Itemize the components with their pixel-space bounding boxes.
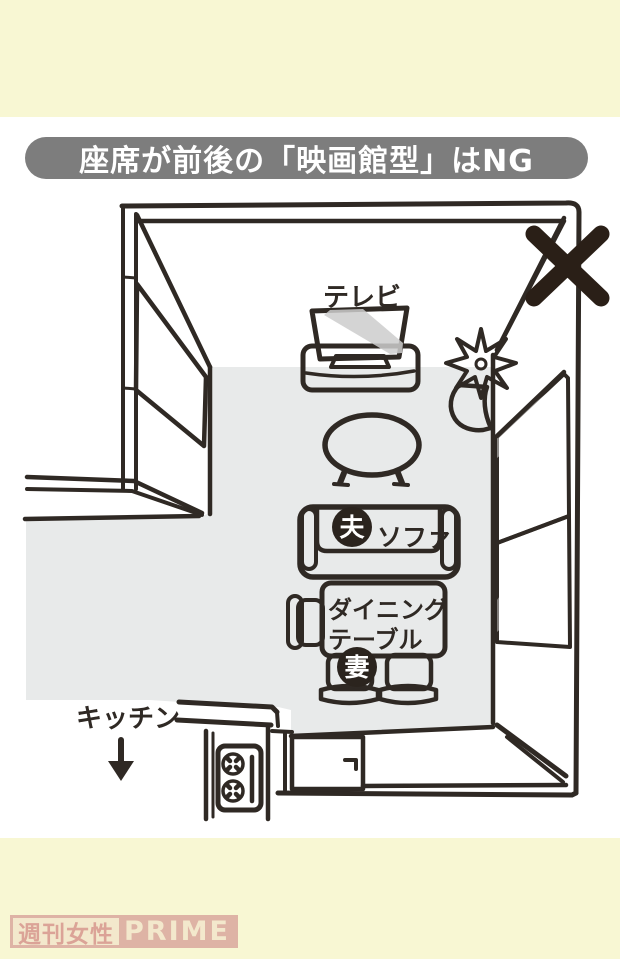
tv-label: テレビ (323, 283, 401, 313)
husband-badge: 夫 (332, 507, 372, 547)
husband-label: 夫 (339, 513, 365, 542)
tv (309, 305, 410, 369)
dining-table-label-line2: テーブル (328, 626, 423, 654)
window-reflection (497, 540, 560, 632)
left-wall-panel (133, 281, 209, 449)
sofa (297, 504, 461, 580)
door-panel (289, 734, 366, 792)
potted-plant (444, 215, 567, 433)
wife-badge: 妻 (337, 647, 377, 687)
stove-burner (221, 779, 245, 803)
sofa-label: ソファ (377, 523, 452, 552)
kitchen-counter (174, 699, 294, 822)
plant-pot (448, 382, 494, 433)
dining-table-label-line1: ダイニング (328, 596, 448, 624)
watermark-right: PRIME (124, 916, 230, 947)
kitchen-label: キッチン (76, 704, 180, 734)
door (289, 734, 366, 792)
window-reflection (497, 392, 563, 458)
floor (26, 367, 493, 736)
stove (215, 743, 264, 813)
watermark-left: 週刊女性 (13, 918, 119, 948)
top-yellow-band (0, 0, 620, 117)
page-title-text: 座席が前後の「映画館型」はNG (79, 144, 534, 179)
watermark: 週刊女性 PRIME (10, 915, 238, 948)
wife-label: 妻 (344, 653, 369, 682)
plant-leaves (444, 327, 518, 400)
page-title: 座席が前後の「映画館型」はNG (25, 137, 588, 179)
plant-center (474, 357, 488, 371)
tv-stand-board (300, 343, 421, 393)
window-pane-lower (495, 514, 572, 649)
stove-burner (221, 752, 245, 776)
left-wall (22, 204, 213, 522)
bottom-wall (275, 722, 579, 798)
right-wall-window (490, 352, 572, 726)
dining-table: ダイニング テーブル (319, 580, 448, 659)
tv-screen (309, 305, 410, 362)
down-arrow-icon (108, 737, 134, 781)
tv-screen-glare (324, 309, 403, 354)
ng-cross-icon (525, 225, 610, 307)
coffee-table (322, 412, 422, 487)
door-handle (343, 758, 358, 771)
